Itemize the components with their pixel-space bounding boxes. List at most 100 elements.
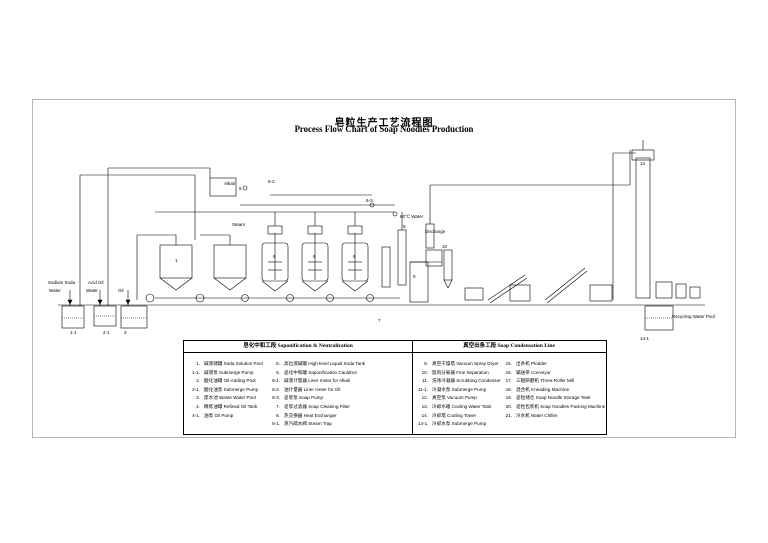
legend-item-text: 蒸汽疏水阀 Steam Trap bbox=[284, 421, 332, 427]
kneader-18 bbox=[589, 284, 613, 302]
legend-item: 16.输送带 Conveyor bbox=[502, 369, 605, 378]
legend-item: 13.冷却水箱 Cooling Water Tank bbox=[418, 403, 501, 412]
label-reactor-6b: 6 bbox=[313, 254, 316, 259]
legend-item: 7.皂浆过滤器 Soap Cleaning Filter bbox=[270, 403, 365, 412]
legend-item: 6-2.油计量器 Liner meter for Oil bbox=[270, 386, 365, 395]
legend-item-number: 19. bbox=[505, 395, 512, 401]
legend-item-number: 18. bbox=[505, 386, 512, 392]
legend-item-text: 油计量器 Liner meter for Oil bbox=[284, 386, 341, 392]
legend-header-right: 真空出条工段 Soap Condensation Line bbox=[412, 341, 606, 353]
label-tank-1: 1 bbox=[175, 258, 178, 263]
meter-2 bbox=[307, 225, 323, 235]
condenser-11 bbox=[425, 223, 435, 249]
label-steam: Steam bbox=[232, 222, 245, 227]
legend-item-number: 4. bbox=[196, 403, 200, 409]
legend-item-number: 11-1. bbox=[418, 386, 429, 392]
pump-1-1 bbox=[145, 293, 155, 303]
legend-item-number: 21. bbox=[505, 412, 512, 418]
legend-item: 18. 混合机 Kneading Machine bbox=[502, 386, 605, 395]
legend-item-number: 9. bbox=[424, 361, 428, 366]
legend-column-3: 9. 真空干燥塔 Vacuum Spray Dryer 10.旋风分离器 Fine … bbox=[418, 360, 501, 429]
label-6-3: 6-3 bbox=[366, 198, 373, 203]
legend-item-text: 冷却水箱 Cooling Water Tank bbox=[432, 403, 492, 409]
drawing-sheet bbox=[32, 99, 736, 438]
legend-item-text: 酸化油罐 Oil-Adding Pool bbox=[204, 378, 256, 384]
legend-item-number: 7. bbox=[276, 403, 280, 409]
reactor-6c bbox=[341, 233, 369, 292]
legend-item-number: 2-1. bbox=[192, 386, 200, 392]
legend-item: 17.三辊研磨机 Three-Roller Mill bbox=[502, 377, 605, 386]
legend-item-text: 混合机 Kneading Machine bbox=[516, 386, 570, 392]
label-9: 9 bbox=[413, 274, 416, 279]
tank-5 bbox=[209, 177, 237, 197]
tank-4 bbox=[213, 244, 247, 279]
meter-1 bbox=[267, 225, 283, 235]
legend-item-number: 8. bbox=[276, 412, 280, 418]
label-14: 14 bbox=[640, 161, 646, 166]
legend-header-left: 皂化中和工段 Saponification & Neutralization bbox=[184, 341, 412, 353]
legend-item-text: 冷却水泵 Submerge Pump bbox=[432, 421, 487, 427]
legend-item: 11-1.冷凝水泵 Submerge Pump bbox=[418, 386, 501, 395]
legend-item: 10.旋风分离器 Fine Separation bbox=[418, 369, 501, 378]
label-water-1: Water bbox=[49, 288, 61, 293]
legend-item-text: 碱液泵 Submerge Pump bbox=[204, 369, 254, 375]
legend-item-text: 热交换器 Heat Exchanger bbox=[284, 412, 337, 418]
legend-item-number: 6-1. bbox=[272, 378, 280, 384]
legend-item-text: 冷水机 Water Chiller bbox=[516, 412, 558, 418]
title-english: Process Flow Chart of Soap Noodles Produ… bbox=[294, 125, 474, 135]
legend-item: 1-1. 碱液泵 Submerge Pump bbox=[190, 369, 263, 378]
label-alkali: Alkali bbox=[224, 181, 235, 186]
label-1-1: 1-1 bbox=[70, 330, 77, 335]
legend-item-text: 碱液计量器 Liner meter for Alkali bbox=[284, 378, 351, 384]
label-6-2: 6-2 bbox=[268, 179, 275, 184]
label-7: 7 bbox=[378, 318, 381, 323]
exchanger-8 bbox=[397, 229, 407, 286]
title-chinese: 皂粒生产工艺流程图 bbox=[334, 118, 434, 129]
legend-item: 4-1.油泵 Oil Pump bbox=[190, 412, 263, 421]
legend-item-text: 皂粒储仓 Soap Noodle Storage Tank bbox=[516, 395, 591, 401]
vacuum-dryer-9 bbox=[409, 249, 443, 303]
pit-oil bbox=[120, 305, 148, 329]
legend-item-text: 旋风分离器 Fine Separation bbox=[432, 369, 489, 375]
conveyor-2 bbox=[544, 267, 586, 301]
legend-item-number: 1. bbox=[196, 361, 200, 366]
legend-item-number: 11. bbox=[421, 378, 428, 384]
legend-item-text: 输送带 Conveyor bbox=[516, 369, 551, 375]
label-3: 3 bbox=[124, 330, 127, 335]
label-recycling-pool: Recycling Water Pool bbox=[672, 314, 715, 319]
legend-item-number: 3. bbox=[196, 395, 200, 401]
legend-column-1: 1. 碱液储罐 Soda Solution Pool 1-1. 碱液泵 Submerg… bbox=[190, 360, 263, 420]
legend-item-number: 12. bbox=[421, 395, 428, 401]
conveyor-1 bbox=[487, 274, 526, 301]
legend-item-text: 冷凝水泵 Submerge Pump bbox=[432, 386, 487, 392]
label-reactor-6c: 6 bbox=[353, 254, 356, 259]
legend-item-number: 1-1. bbox=[192, 369, 200, 375]
legend-item-number: 6. bbox=[276, 369, 280, 375]
reactor-6b bbox=[301, 233, 329, 292]
label-oil: Oil bbox=[118, 288, 124, 293]
legend-item-number: 15. bbox=[505, 361, 512, 366]
pit-soda bbox=[61, 305, 85, 329]
legend-item-text: 冷却塔 Cooling Tower bbox=[432, 412, 477, 418]
legend-item-text: 碱液储罐 Soda Solution Pool bbox=[204, 361, 263, 366]
legend-item: 8. 热交换器 Heat Exchanger bbox=[270, 412, 365, 421]
legend-item-text: 皂浆泵 Soap Pump bbox=[284, 395, 324, 401]
separator-10 bbox=[443, 249, 453, 281]
legend-item-text: 真空干燥塔 Vacuum Spray Dryer bbox=[432, 361, 499, 366]
label-acid-oil: Acid Oil bbox=[88, 280, 104, 285]
label-tank-5: 5 bbox=[239, 186, 242, 191]
legend-item: 19. 皂粒储仓 Soap Noodle Storage Tank bbox=[502, 394, 605, 403]
legend-item: 3.废水池 Waste Water Pool bbox=[190, 394, 263, 403]
legend-item-number: 14. bbox=[421, 412, 428, 418]
legend-item: 4.精炼油罐 Refined Oil Tank bbox=[190, 403, 263, 412]
legend-item-number: 17. bbox=[505, 378, 512, 384]
label-10: 10 bbox=[442, 244, 448, 249]
legend-item-text: 真空泵 Vacuum Pump bbox=[432, 395, 477, 401]
label-hot-water: 80℃ Water bbox=[400, 214, 424, 219]
legend-item: 14. 冷却塔 Cooling Tower bbox=[418, 412, 501, 421]
legend-item-number: 8-1. bbox=[272, 421, 280, 427]
legend-table: 皂化中和工段 Saponification & Neutralization 真… bbox=[183, 340, 607, 435]
legend-item: 6.皂化中和罐 Saponification Cauldron bbox=[270, 369, 365, 378]
